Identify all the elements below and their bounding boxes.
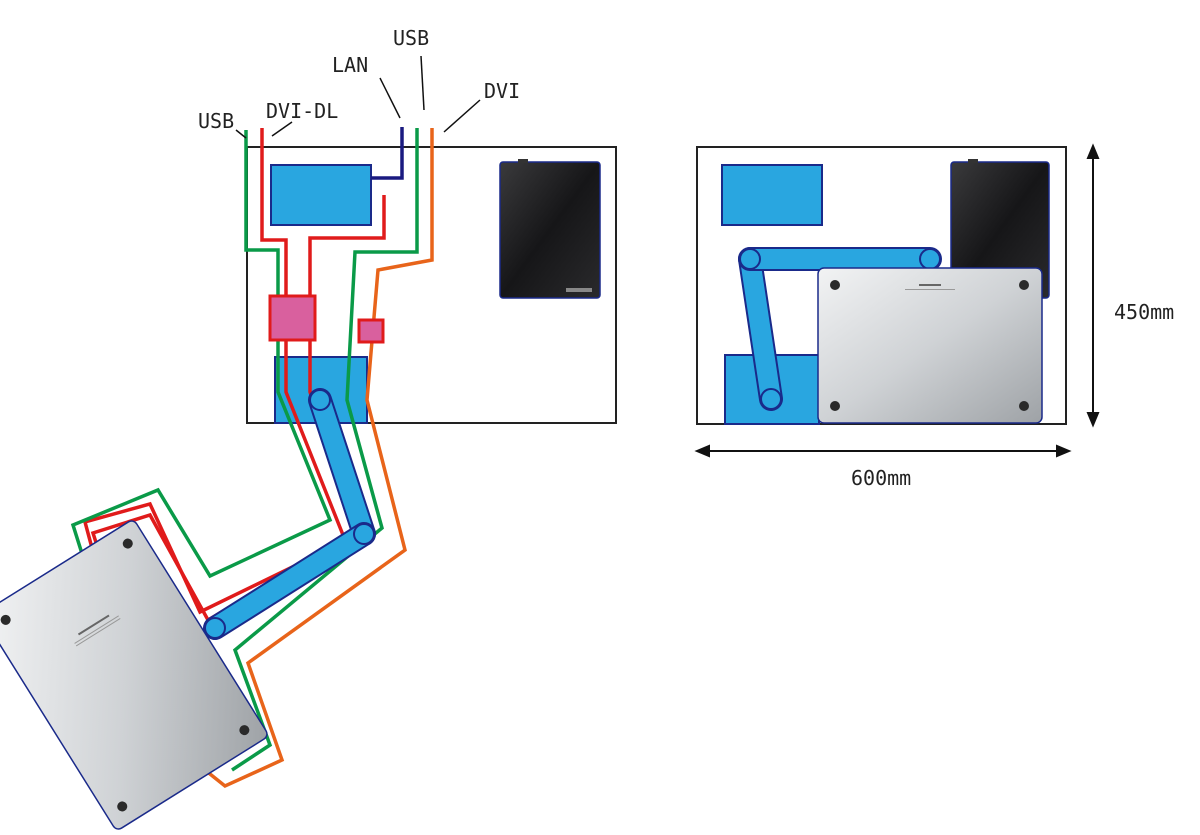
lan-label: LAN (332, 53, 368, 77)
laptop-top-icon (499, 159, 601, 299)
double-arrow-icon (694, 143, 1100, 458)
usb-left-label: USB (198, 109, 234, 133)
laptop-bottom-icon (0, 520, 268, 830)
dvi-dl-connector (268, 294, 317, 342)
usb-cable-left (70, 130, 333, 579)
height-dimension-label: 450mm (1114, 300, 1174, 324)
right-desk (696, 146, 1067, 425)
width-dimension-label: 600mm (851, 466, 911, 490)
dvi-cable (203, 128, 434, 789)
left-monitor-arm (203, 388, 376, 640)
lan-cable (371, 127, 404, 180)
dvi-label: DVI (484, 79, 520, 103)
usb-top-label: USB (393, 26, 429, 50)
dvi-dl-label: DVI-DL (266, 99, 338, 123)
top-equipment-box (270, 164, 372, 226)
label-arrows (235, 55, 481, 139)
dvi-connector (357, 318, 385, 344)
laptop-bottom-icon-right (817, 267, 1043, 424)
top-equipment-box-right (721, 164, 823, 226)
right-monitor-arm (738, 247, 942, 411)
